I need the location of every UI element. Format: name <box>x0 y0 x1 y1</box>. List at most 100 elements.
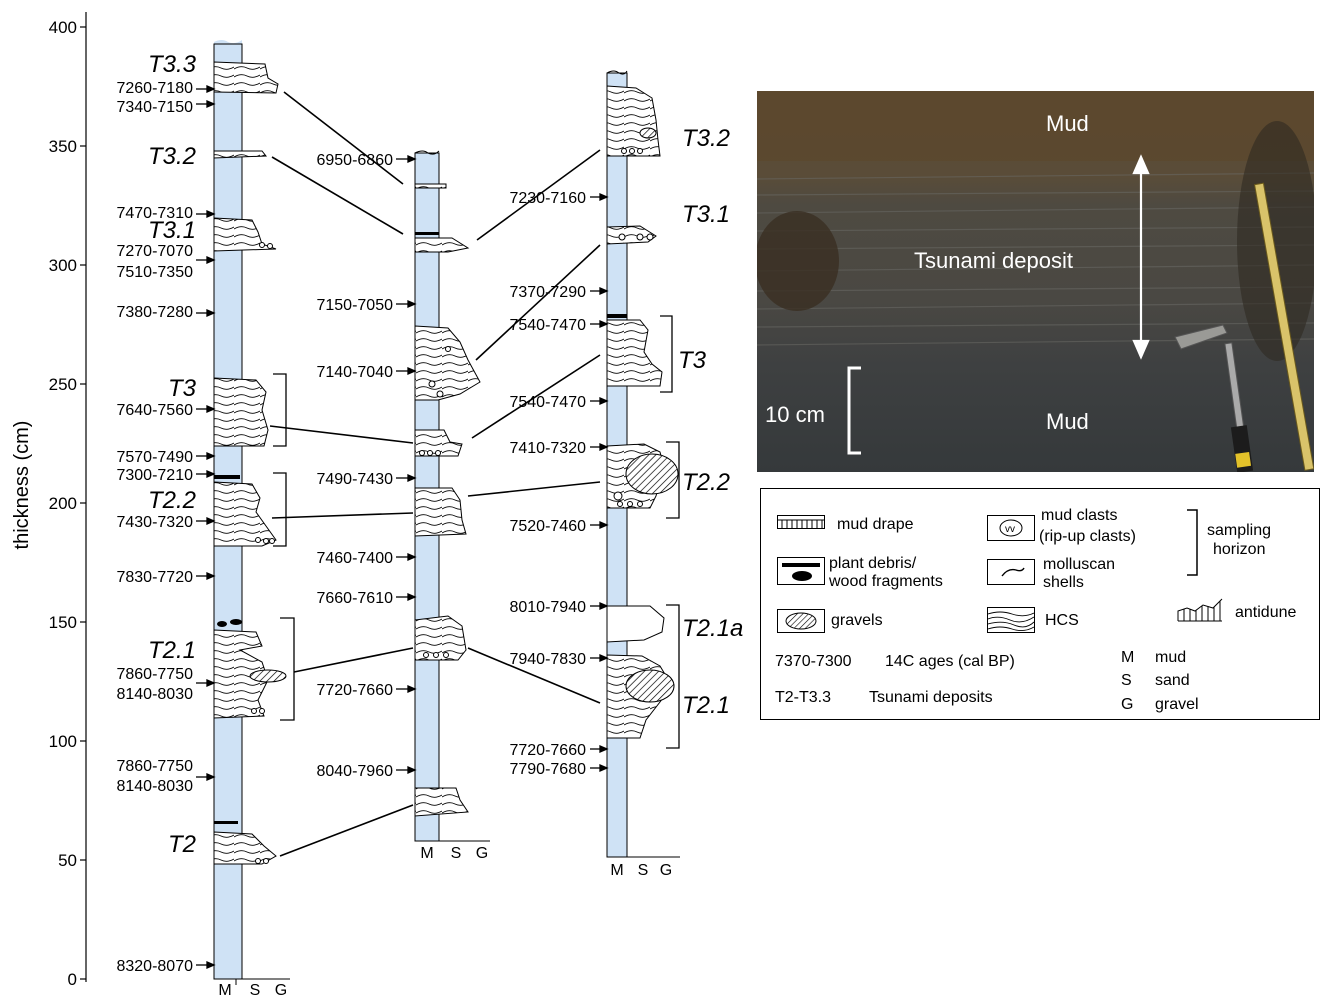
age-label: 7540-7470 <box>509 394 586 411</box>
unit-label: T2 <box>168 831 196 858</box>
age-label: 6950-6860 <box>316 152 393 169</box>
unit-label: T2.1 <box>148 637 196 664</box>
grain-scale-label: M <box>420 845 433 862</box>
unit-label: T3.1 <box>148 217 196 244</box>
legend-mud-clasts-label: mud clasts <box>1041 507 1117 524</box>
age-label: 7540-7470 <box>509 317 586 334</box>
legend-grain-name: gravel <box>1155 696 1199 713</box>
age-label: 7300-7210 <box>116 467 193 484</box>
axis-tick-label: 100 <box>49 732 77 751</box>
mud-drape-swatch <box>777 515 825 529</box>
legend-grain-name: sand <box>1155 672 1190 689</box>
age-label: 7270-7070 <box>116 243 193 260</box>
legend-antidune-label: antidune <box>1235 604 1296 621</box>
antidune-icon <box>1177 593 1223 623</box>
age-label: 7720-7660 <box>509 742 586 759</box>
svg-text:vv: vv <box>1005 524 1015 535</box>
photo-scale-label: 10 cm <box>765 402 825 427</box>
legend-hcs-label: HCS <box>1045 612 1079 629</box>
unit-label: T2.2 <box>682 469 730 496</box>
legend-age-desc: 14C ages (cal BP) <box>885 653 1015 670</box>
age-label: 8320-8070 <box>116 958 193 975</box>
grain-scale: M S G <box>610 862 672 879</box>
thickness-axis: 0 50 100 150 200 250 300 350 400 thickne… <box>11 12 86 989</box>
grain-scale-label: G <box>476 845 488 862</box>
grain-scale-label: S <box>250 982 261 996</box>
legend-grain-code: G <box>1121 696 1133 713</box>
age-label: 7490-7430 <box>316 471 393 488</box>
field-photo: Mud Tsunami deposit Mud 10 cm <box>757 91 1314 472</box>
legend-mud-clasts-label: (rip-up clasts) <box>1039 528 1136 545</box>
age-label: 7460-7400 <box>316 550 393 567</box>
section-2-column: M S G <box>415 151 490 862</box>
legend-molluscan-label: shells <box>1043 574 1084 591</box>
axis-tick-label: 400 <box>49 18 77 37</box>
plant-debris-swatch <box>777 557 825 585</box>
age-label: 7790-7680 <box>509 761 586 778</box>
unit-label: T3 <box>168 375 197 402</box>
axis-tick-label: 0 <box>68 970 77 989</box>
molluscan-swatch <box>987 559 1035 585</box>
age-label: 7380-7280 <box>116 304 193 321</box>
section-2-ages: 6950-6860 7150-7050 7140-7040 7490-7430 … <box>316 152 415 780</box>
axis-tick-label: 200 <box>49 494 77 513</box>
axis-tick-label: 50 <box>58 851 77 870</box>
age-label: 7410-7320 <box>509 440 586 457</box>
grain-scale-label: M <box>610 862 623 879</box>
unit-label: T3.2 <box>682 125 730 152</box>
age-label: 8140-8030 <box>116 686 193 703</box>
grain-scale-label: G <box>275 982 287 996</box>
photo-label-deposit: Tsunami deposit <box>914 248 1073 273</box>
grain-scale: M S G <box>420 845 488 862</box>
age-label: 7150-7050 <box>316 297 393 314</box>
axis-tick-label: 250 <box>49 375 77 394</box>
unit-label: T3.3 <box>148 51 197 78</box>
legend: mud drape plant debris/ wood fragments g… <box>760 488 1320 720</box>
unit-label: T3 <box>678 347 707 374</box>
hcs-swatch <box>987 607 1035 633</box>
legend-age-example: 7370-7300 <box>775 653 852 670</box>
axis-tick-label: 300 <box>49 256 77 275</box>
legend-sampling-label: sampling <box>1207 522 1271 539</box>
legend-plant-debris-label: wood fragments <box>829 573 943 590</box>
legend-sampling-label: horizon <box>1213 541 1265 558</box>
axis-tick-label: 350 <box>49 137 77 156</box>
sampling-bracket-icon <box>1185 509 1199 577</box>
legend-molluscan-label: molluscan <box>1043 556 1115 573</box>
unit-label: T2.1a <box>682 615 743 642</box>
section-3-column: M S G <box>607 71 680 879</box>
age-label: 7520-7460 <box>509 518 586 535</box>
age-label: 7510-7350 <box>116 264 193 281</box>
photo-label-mud-top: Mud <box>1046 111 1089 136</box>
age-label: 8010-7940 <box>509 599 586 616</box>
unit-label: T3.1 <box>682 201 730 228</box>
age-label: 7720-7660 <box>316 682 393 699</box>
section-1-sampling-brackets <box>273 374 294 720</box>
age-label: 7140-7040 <box>316 364 393 381</box>
grain-scale: M S G <box>218 982 287 996</box>
axis-title: thickness (cm) <box>11 421 33 550</box>
age-label: 7570-7490 <box>116 449 193 466</box>
age-label: 7340-7150 <box>116 99 193 116</box>
unit-label: T3.2 <box>148 143 196 170</box>
age-label: 8040-7960 <box>316 763 393 780</box>
legend-grain-code: M <box>1121 649 1134 666</box>
age-label: 7230-7160 <box>509 190 586 207</box>
grain-scale-label: S <box>638 862 649 879</box>
section-1-ages: 7260-7180 7340-7150 7470-7310 7270-7070 … <box>116 80 214 975</box>
unit-label: T2.1 <box>682 692 730 719</box>
grain-scale-label: G <box>660 862 672 879</box>
age-label: 7860-7750 <box>116 666 193 683</box>
age-label: 7430-7320 <box>116 514 193 531</box>
photo-label-mud-bottom: Mud <box>1046 409 1089 434</box>
section-3-units: T3.2 T3.1 T3 T2.2 T2.1a T2.1 <box>678 125 743 719</box>
grain-scale-label: S <box>451 845 462 862</box>
legend-grain-name: mud <box>1155 649 1186 666</box>
legend-grain-code: S <box>1121 672 1132 689</box>
legend-plant-debris-label: plant debris/ <box>829 555 916 572</box>
legend-deposit-example: T2-T3.3 <box>775 689 831 706</box>
age-label: 7860-7750 <box>116 758 193 775</box>
legend-mud-drape-label: mud drape <box>837 516 914 533</box>
gravels-swatch <box>777 609 825 633</box>
